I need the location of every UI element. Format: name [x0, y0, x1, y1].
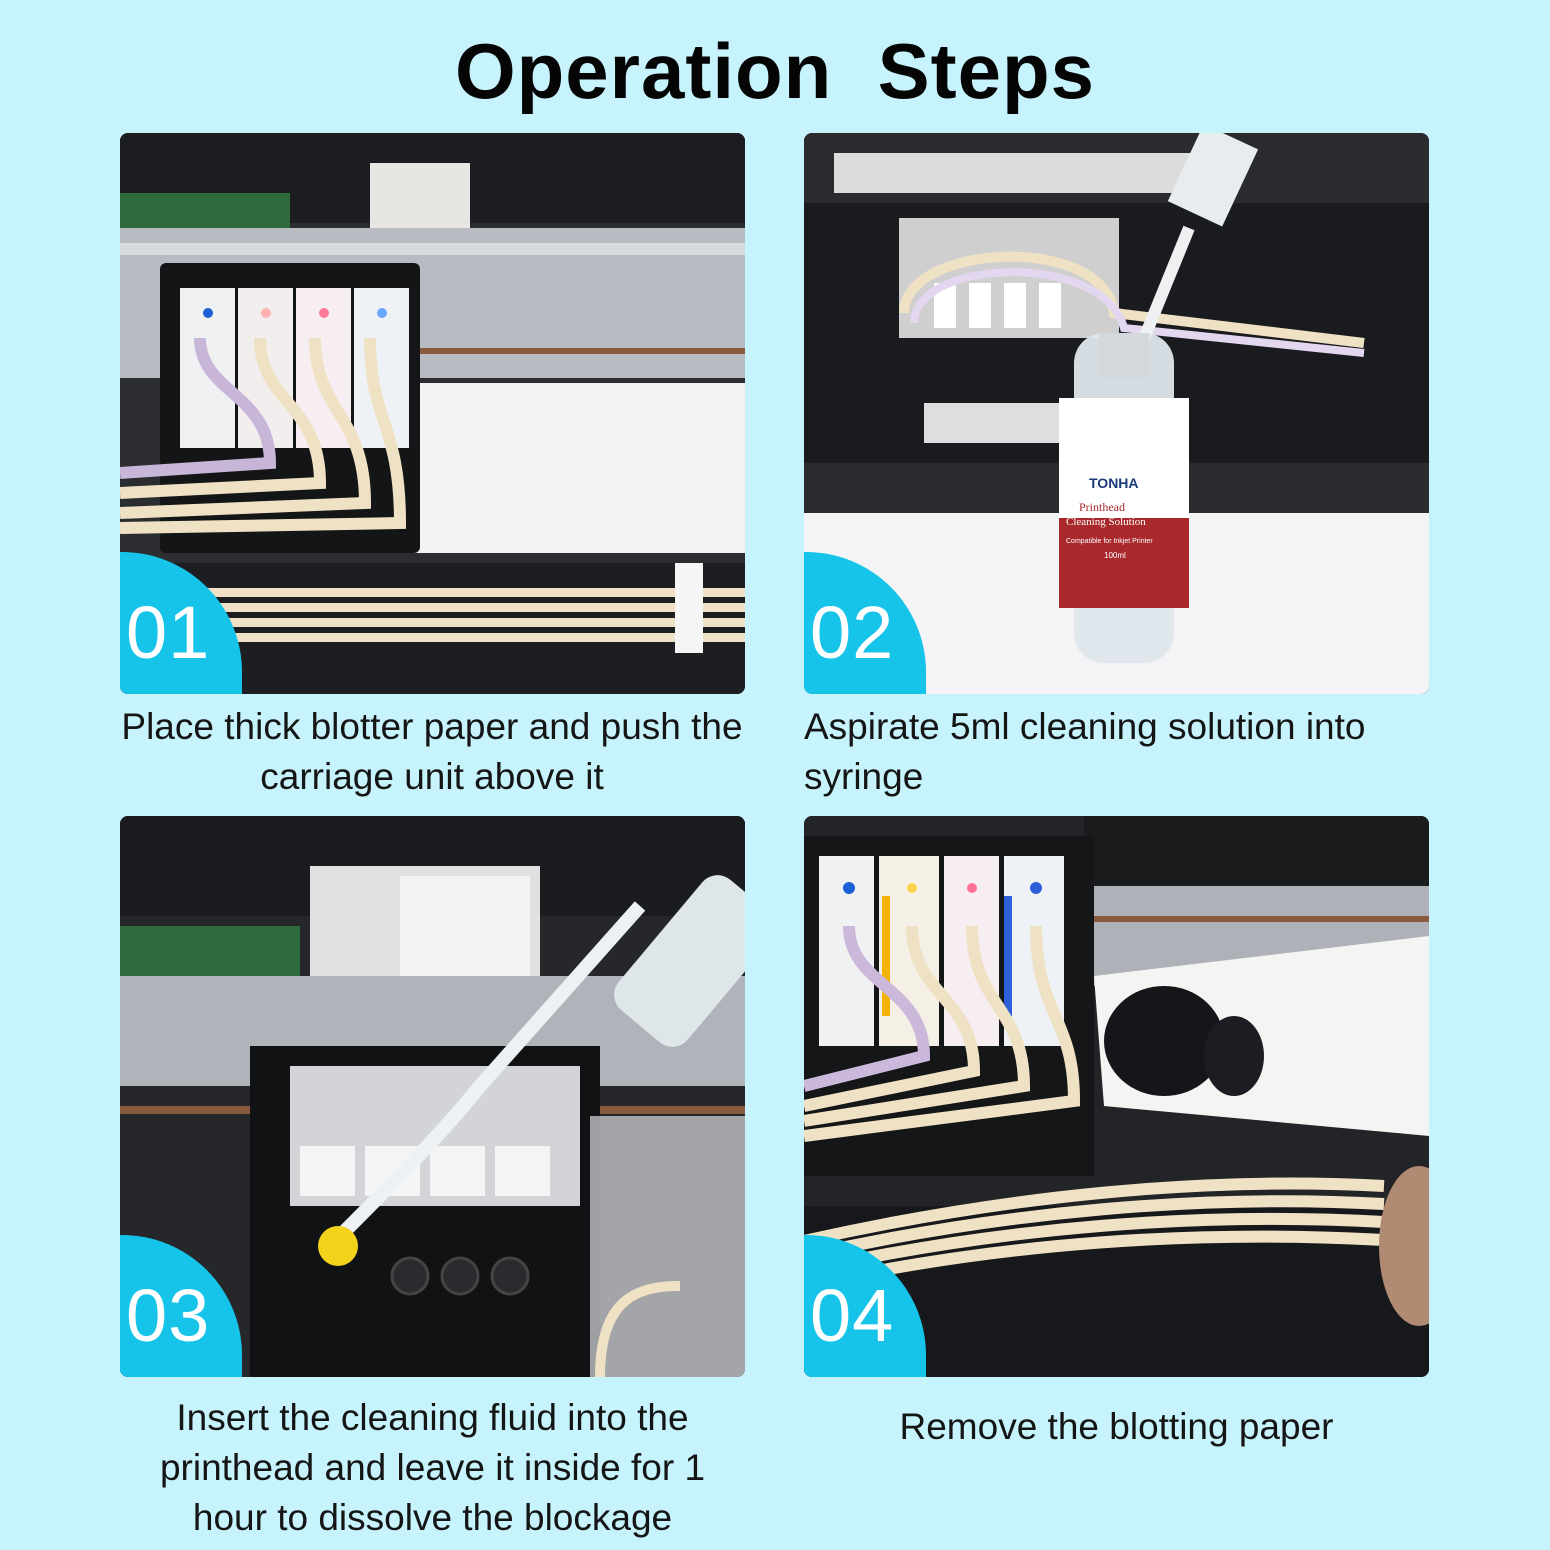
bottle-compat: Compatible for Inkjet Printer	[1066, 538, 1153, 545]
step-02-caption: Aspirate 5ml cleaning solution into syri…	[804, 706, 1366, 797]
step-04-caption: Remove the blotting paper	[899, 1406, 1334, 1447]
bottle-brand: TONHA	[1089, 475, 1139, 491]
step-03-caption: Insert the cleaning fluid into the print…	[159, 1397, 706, 1538]
step-number-badge: 02	[804, 552, 926, 694]
bottle-volume: 100ml	[1104, 551, 1126, 560]
step-02-photo: TONHA Printhead Cleaning Solution Compat…	[804, 133, 1429, 694]
step-03-photo: 03	[120, 816, 745, 1377]
step-04-photo: 04	[804, 816, 1429, 1377]
step-01-caption: Place thick blotter paper and push the c…	[121, 706, 743, 797]
syringe-printhead-illustration	[120, 816, 745, 1377]
bottle-product-line2: Cleaning Solution	[1066, 516, 1146, 528]
step-01-photo: 01	[120, 133, 745, 694]
page-title: Operation Steps	[454, 27, 1096, 115]
syringe-bottle-illustration: TONHA Printhead Cleaning Solution Compat…	[804, 133, 1429, 694]
remove-blotter-illustration	[804, 816, 1429, 1377]
bottle-product-line1: Printhead	[1079, 500, 1125, 514]
